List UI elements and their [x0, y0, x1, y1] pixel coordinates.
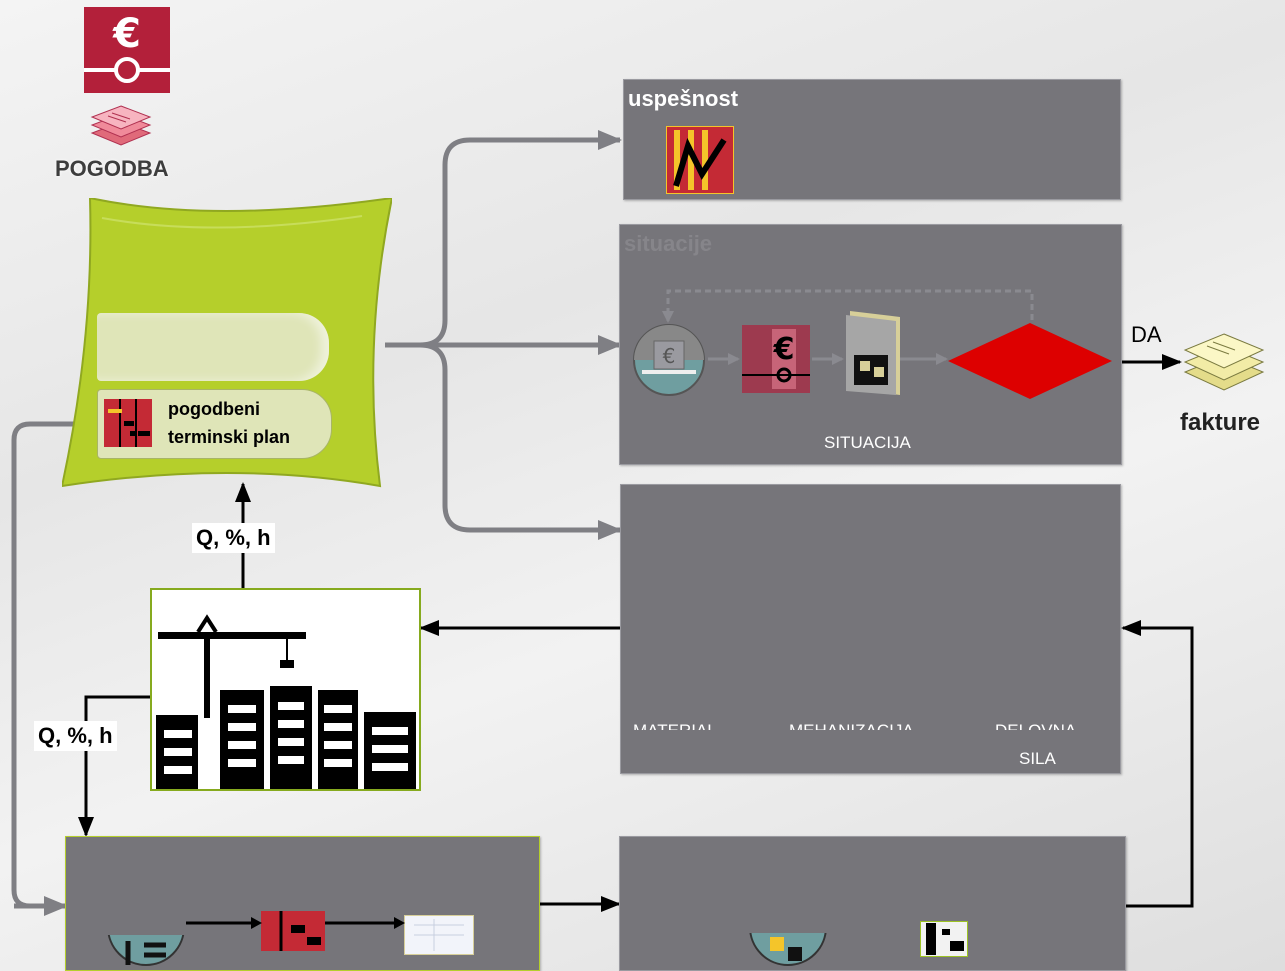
planning-flow	[186, 917, 405, 929]
calculation-circle-icon[interactable]: €	[632, 323, 706, 397]
contract-label: POGODBA	[55, 156, 169, 181]
connector-to-success	[385, 130, 622, 348]
situations-panel: situacije € €	[619, 224, 1122, 465]
svg-text:€: €	[112, 11, 141, 57]
schedule-blank-tab	[97, 313, 329, 381]
schedule-plan-tab[interactable]: pogodbeni terminski plan	[97, 389, 332, 459]
invoices-label: fakture	[1180, 409, 1261, 436]
construction-site-image	[150, 588, 421, 791]
procurement-panel	[619, 836, 1126, 971]
resources-panel: MATERIAL MEHANIZACIJA DELOVNA SILA	[620, 484, 1121, 774]
crane-buildings-icon	[156, 614, 416, 789]
success-title: uspešnost	[628, 86, 739, 111]
planning-panel	[65, 836, 540, 971]
situations-flow	[662, 289, 1034, 365]
resource-label-labour: DELOVNA	[995, 721, 1077, 740]
resource-label-material: MATERIAL	[633, 721, 717, 740]
situation-caption: SITUACIJA	[824, 433, 911, 452]
resource-label-machinery: MEHANIZACIJA	[789, 721, 914, 740]
decision-yes-label: DA	[1131, 322, 1162, 347]
contract-euro-icon: €	[84, 7, 170, 93]
schedule-label-line1: pogodbeni	[168, 399, 260, 419]
resource-label-force: SILA	[1019, 749, 1056, 768]
connector-to-resources	[419, 342, 622, 540]
gantt-icon	[104, 399, 152, 447]
procurement-schedule-icon[interactable]	[919, 920, 969, 958]
invoice-stack-icon	[1183, 328, 1265, 394]
euro-doc-icon[interactable]: €	[742, 325, 810, 393]
document-stack-icon	[88, 100, 154, 148]
plan-doc-icon[interactable]	[403, 914, 475, 956]
svg-text:€: €	[773, 332, 795, 367]
success-panel: uspešnost	[623, 79, 1121, 200]
arrow-site-to-planning	[78, 695, 153, 837]
svg-text:€: €	[663, 344, 676, 368]
arrow-procurement-to-resources	[1121, 620, 1194, 908]
plan-gantt-icon[interactable]	[261, 911, 325, 951]
flow-label-up: Q, %, h	[192, 523, 275, 553]
plan-circle-icon[interactable]	[106, 887, 186, 967]
procurement-circle-icon[interactable]	[748, 887, 828, 967]
situations-title: situacije	[624, 231, 713, 256]
report-doc-icon[interactable]	[846, 311, 900, 395]
approval-decision-diamond[interactable]	[946, 321, 1114, 401]
flow-label-down: Q, %, h	[34, 721, 117, 751]
schedule-label-line2: terminski plan	[168, 427, 291, 447]
performance-chart-icon[interactable]	[665, 125, 735, 195]
